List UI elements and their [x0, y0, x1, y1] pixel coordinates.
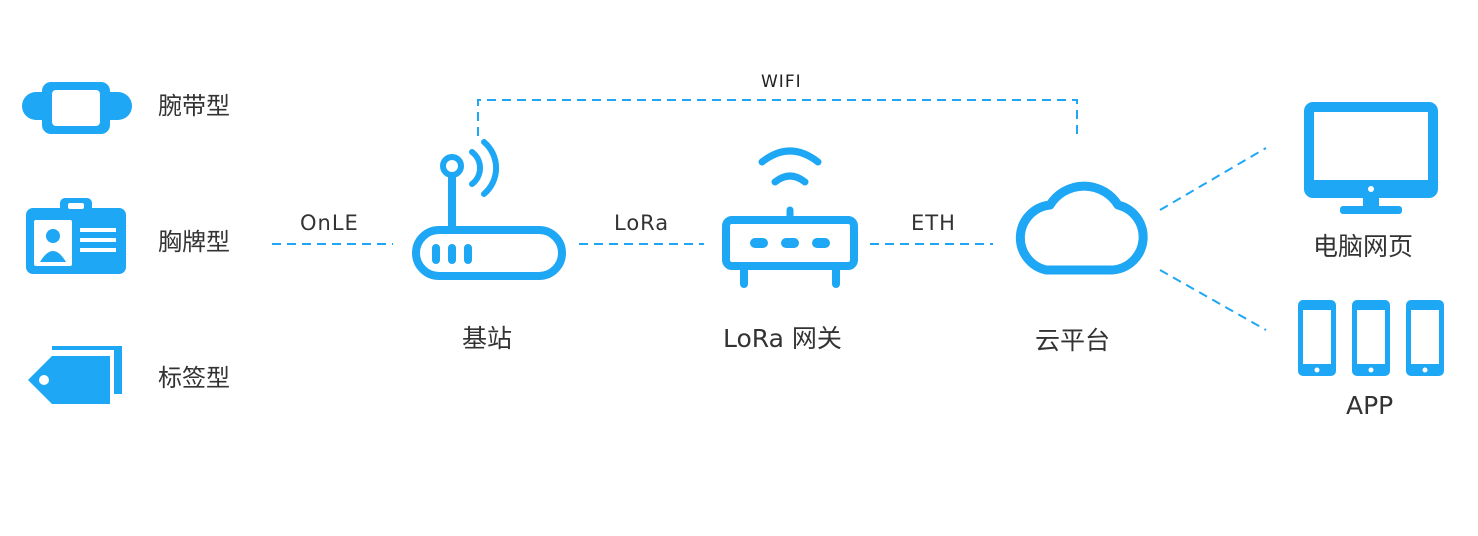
- wifi-link: [477, 99, 1078, 136]
- node-label-base-station: 基站: [462, 324, 513, 353]
- badge-icon: [26, 198, 126, 274]
- link-label-wifi: WIFI: [761, 72, 802, 92]
- link-label-lora: LoRa: [614, 211, 670, 235]
- cloud-to-app-link: [1159, 269, 1267, 331]
- link-label-eth: ETH: [911, 211, 956, 235]
- device-label-tag: 标签型: [158, 364, 230, 392]
- gateway-icon: [722, 147, 858, 288]
- node-label-cloud: 云平台: [1035, 326, 1111, 355]
- client-label-web: 电脑网页: [1313, 232, 1414, 261]
- device-label-badge: 胸牌型: [158, 228, 230, 256]
- cloud-icon: [1015, 181, 1148, 275]
- monitor-icon: [1304, 102, 1438, 214]
- device-label-wristband: 腕带型: [158, 92, 230, 120]
- tag-icon: [28, 346, 122, 404]
- node-label-gateway: LoRa 网关: [723, 324, 842, 353]
- link-label-onle: OnLE: [300, 211, 359, 235]
- wristband-icon: [22, 82, 132, 134]
- cloud-to-web-link: [1159, 147, 1267, 211]
- client-label-app: APP: [1346, 391, 1394, 420]
- smartphone-icon: [1298, 300, 1444, 376]
- router-antenna-icon: [412, 139, 566, 280]
